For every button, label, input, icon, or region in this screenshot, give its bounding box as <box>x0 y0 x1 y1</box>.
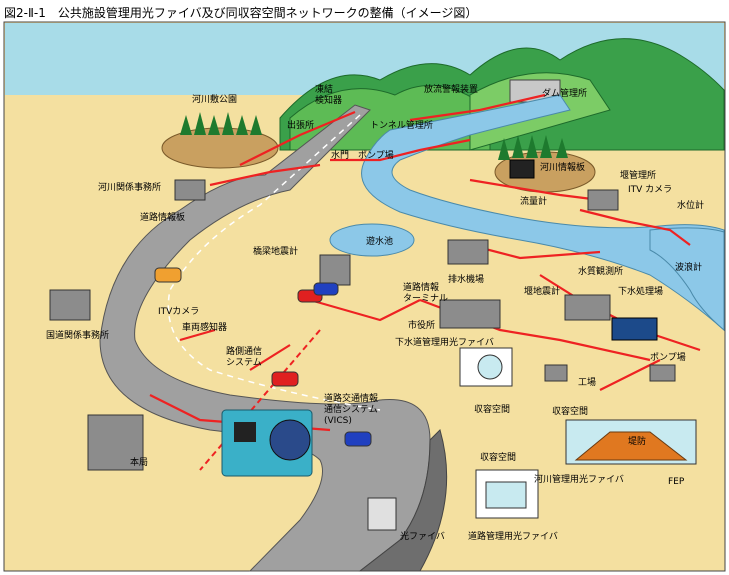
label-conduit-1: 収容空間 <box>474 403 510 415</box>
label-floodgate: 水門 <box>331 149 349 161</box>
park-trees <box>180 112 262 135</box>
label-sewage-plant: 下水処理場 <box>618 285 663 297</box>
drain-pump-building <box>447 239 489 265</box>
label-reservoir: 遊水池 <box>366 235 393 247</box>
terminal-building <box>319 254 351 286</box>
label-fep: FEP <box>668 477 685 487</box>
label-weir-office: 堰管理所 <box>620 169 656 181</box>
label-itv-camera-road: ITVカメラ <box>158 306 199 317</box>
figure-title: 図2-Ⅱ-1 公共施設管理用光ファイバ及び同収容空間ネットワークの整備（イメージ… <box>4 6 478 20</box>
label-river-office: 河川関係事務所 <box>98 181 161 193</box>
label-discharge-alarm: 放流警報装置 <box>424 83 478 95</box>
factory-building <box>544 364 568 382</box>
label-road-info-terminal: 道路情報ターミナル <box>403 281 448 304</box>
label-factory: 工場 <box>578 376 596 388</box>
label-weir-seismo: 堰地震計 <box>524 285 560 297</box>
label-dam-office: ダム管理所 <box>542 87 587 99</box>
label-pump: ポンプ場 <box>358 149 394 161</box>
weir-office-building <box>587 189 619 211</box>
river-office-building <box>174 179 206 201</box>
sewage-plant-building <box>564 294 611 321</box>
label-national-road-office: 国道関係事務所 <box>46 329 109 341</box>
sewage-tank <box>611 317 658 341</box>
label-river-info-board: 河川情報板 <box>540 161 585 173</box>
label-vics: 道路交通情報通信システム(VICS) <box>324 392 378 426</box>
river-park-island <box>161 127 279 169</box>
label-pump-station: ポンプ場 <box>650 351 686 363</box>
label-sewage-fiber: 下水道管理用光ファイバ <box>395 336 494 348</box>
label-city-office: 市役所 <box>408 319 435 331</box>
road-centerline <box>167 114 381 411</box>
right-sea <box>649 227 725 332</box>
road-fiber-dashed <box>199 329 321 471</box>
cars <box>154 267 372 447</box>
reservoir-pond <box>329 223 415 257</box>
label-drain-pump: 排水機場 <box>448 273 484 285</box>
labels: 河川敷公園 凍結検知器 トンネル管理所 放流警報装置 ダム管理所 出張所 水門 … <box>46 83 704 542</box>
vics-screen <box>234 422 256 442</box>
label-freeze-detector: 凍結検知器 <box>315 83 342 106</box>
label-flow-meter: 流量計 <box>520 195 547 207</box>
city-office-building <box>439 299 501 329</box>
label-itv-camera-river: ITV カメラ <box>628 184 672 195</box>
label-road-fiber: 道路管理用光ファイバ <box>468 530 558 542</box>
island-trees <box>498 135 568 160</box>
label-vehicle-detector: 車両感知器 <box>182 321 227 333</box>
label-branch-office: 出張所 <box>287 119 314 131</box>
pump-station-building <box>649 364 676 382</box>
label-water-quality: 水質観測所 <box>578 265 623 277</box>
car-orange <box>154 267 182 283</box>
conduit-callout-sewage <box>459 347 513 387</box>
conduit-callout-river <box>565 419 697 465</box>
car-red-2 <box>271 371 299 387</box>
river-info-board-screen <box>509 159 535 179</box>
car-blue-1 <box>313 282 339 296</box>
head-office-building <box>87 414 144 471</box>
label-river-fiber: 河川管理用光ファイバ <box>534 473 624 485</box>
label-road-info-board: 道路情報板 <box>140 211 185 223</box>
label-bridge-seismo: 橋梁地震計 <box>253 245 298 257</box>
label-optical-fiber: 光ファイバ <box>400 530 445 542</box>
label-roadside-comm: 路側通信システム <box>226 345 262 368</box>
label-levee: 堤防 <box>628 435 646 447</box>
label-water-level: 水位計 <box>677 199 704 211</box>
label-conduit-3: 収容空間 <box>480 451 516 463</box>
conduit-callout-road <box>475 469 539 519</box>
label-river-park: 河川敷公園 <box>192 93 237 105</box>
label-wave-meter: 波浪計 <box>675 261 702 273</box>
label-conduit-2: 収容空間 <box>552 405 588 417</box>
label-tunnel-office: トンネル管理所 <box>370 119 433 131</box>
road-cross-section <box>367 497 397 531</box>
steering-wheel-icon <box>269 419 311 461</box>
road-underside <box>358 429 448 572</box>
label-head-office: 本局 <box>130 456 148 468</box>
car-blue-2 <box>344 431 372 447</box>
national-road-office-building <box>49 289 91 321</box>
river <box>361 94 725 332</box>
buildings <box>49 179 676 471</box>
